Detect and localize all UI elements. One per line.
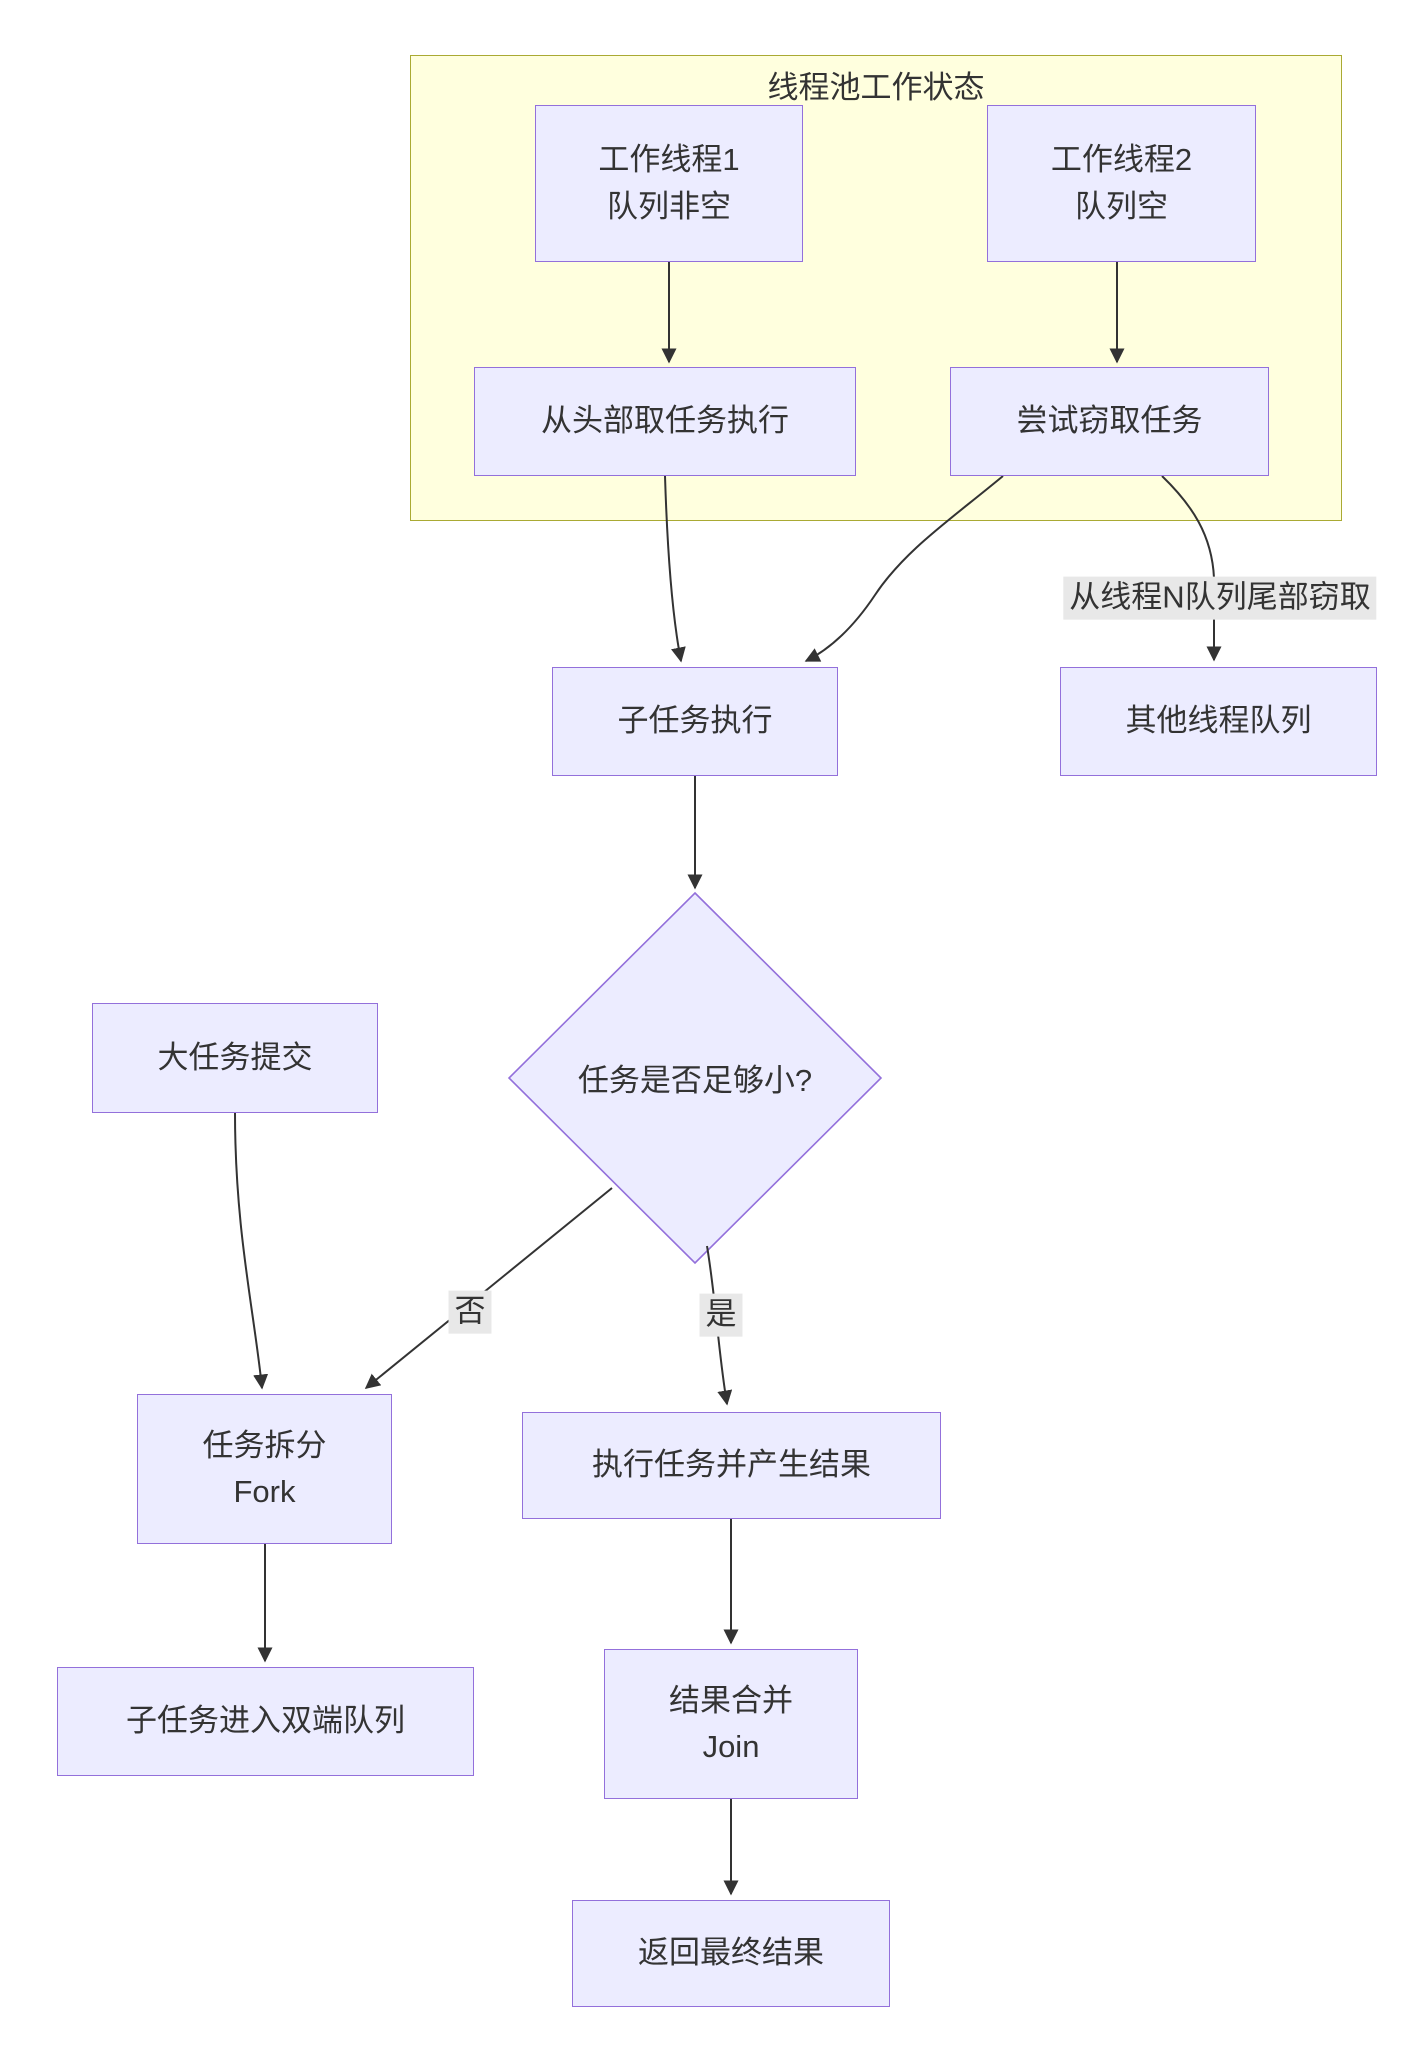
node-worker2-line2: 队列空 bbox=[1075, 188, 1168, 224]
node-deque-label: 子任务进入双端队列 bbox=[126, 1703, 405, 1739]
node-take-head: 从头部取任务执行 bbox=[474, 367, 856, 476]
node-join: 结果合并 Join bbox=[604, 1649, 858, 1799]
node-worker1-line1: 工作线程1 bbox=[598, 142, 740, 177]
node-fork-line1: 任务拆分 bbox=[202, 1427, 327, 1463]
node-final-result: 返回最终结果 bbox=[572, 1900, 890, 2007]
edge-try-steal-to-subtask bbox=[804, 475, 1004, 662]
node-subtask-exec: 子任务执行 bbox=[552, 667, 838, 776]
node-join-line1: 结果合并 bbox=[669, 1682, 793, 1718]
decision-diamond bbox=[507, 891, 883, 1265]
node-exec-result-label: 执行任务并产生结果 bbox=[592, 1447, 871, 1483]
node-final-result-label: 返回最终结果 bbox=[638, 1935, 824, 1971]
edge-take-head-to-subtask bbox=[664, 475, 686, 663]
edge-label-no: 否 bbox=[448, 1290, 492, 1334]
node-take-head-label: 从头部取任务执行 bbox=[541, 403, 789, 439]
node-small-enough-label: 任务是否足够小? bbox=[577, 1063, 813, 1098]
edge-label-yes: 是 bbox=[699, 1293, 743, 1337]
node-exec-result: 执行任务并产生结果 bbox=[522, 1412, 941, 1519]
node-other-queues-label: 其他线程队列 bbox=[1125, 703, 1312, 739]
node-join-line2: Join bbox=[702, 1729, 760, 1764]
node-subtask-exec-label: 子任务执行 bbox=[617, 703, 773, 739]
node-worker2-line1: 工作线程2 bbox=[1050, 142, 1193, 177]
node-worker1-line2: 队列非空 bbox=[607, 188, 731, 224]
node-fork-line2: Fork bbox=[233, 1474, 296, 1509]
node-fork: 任务拆分 Fork bbox=[137, 1394, 392, 1544]
node-worker2: 工作线程2 队列空 bbox=[987, 105, 1256, 262]
edge-try-steal-to-other-queues bbox=[1161, 475, 1222, 662]
node-other-queues: 其他线程队列 bbox=[1060, 667, 1377, 776]
edge-label-steal-from-tail: 从线程N队列尾部窃取 bbox=[1063, 576, 1377, 620]
node-try-steal: 尝试窃取任务 bbox=[950, 367, 1269, 476]
node-big-task: 大任务提交 bbox=[92, 1003, 378, 1113]
node-try-steal-label: 尝试窃取任务 bbox=[1016, 403, 1203, 439]
node-worker1: 工作线程1 队列非空 bbox=[535, 105, 803, 262]
node-big-task-label: 大任务提交 bbox=[157, 1039, 313, 1075]
node-deque: 子任务进入双端队列 bbox=[57, 1667, 474, 1776]
edge-big-task-to-fork bbox=[234, 1112, 269, 1390]
cluster-title: 线程池工作状态 bbox=[767, 70, 985, 105]
edge-decision-no-to-fork bbox=[364, 1187, 613, 1389]
